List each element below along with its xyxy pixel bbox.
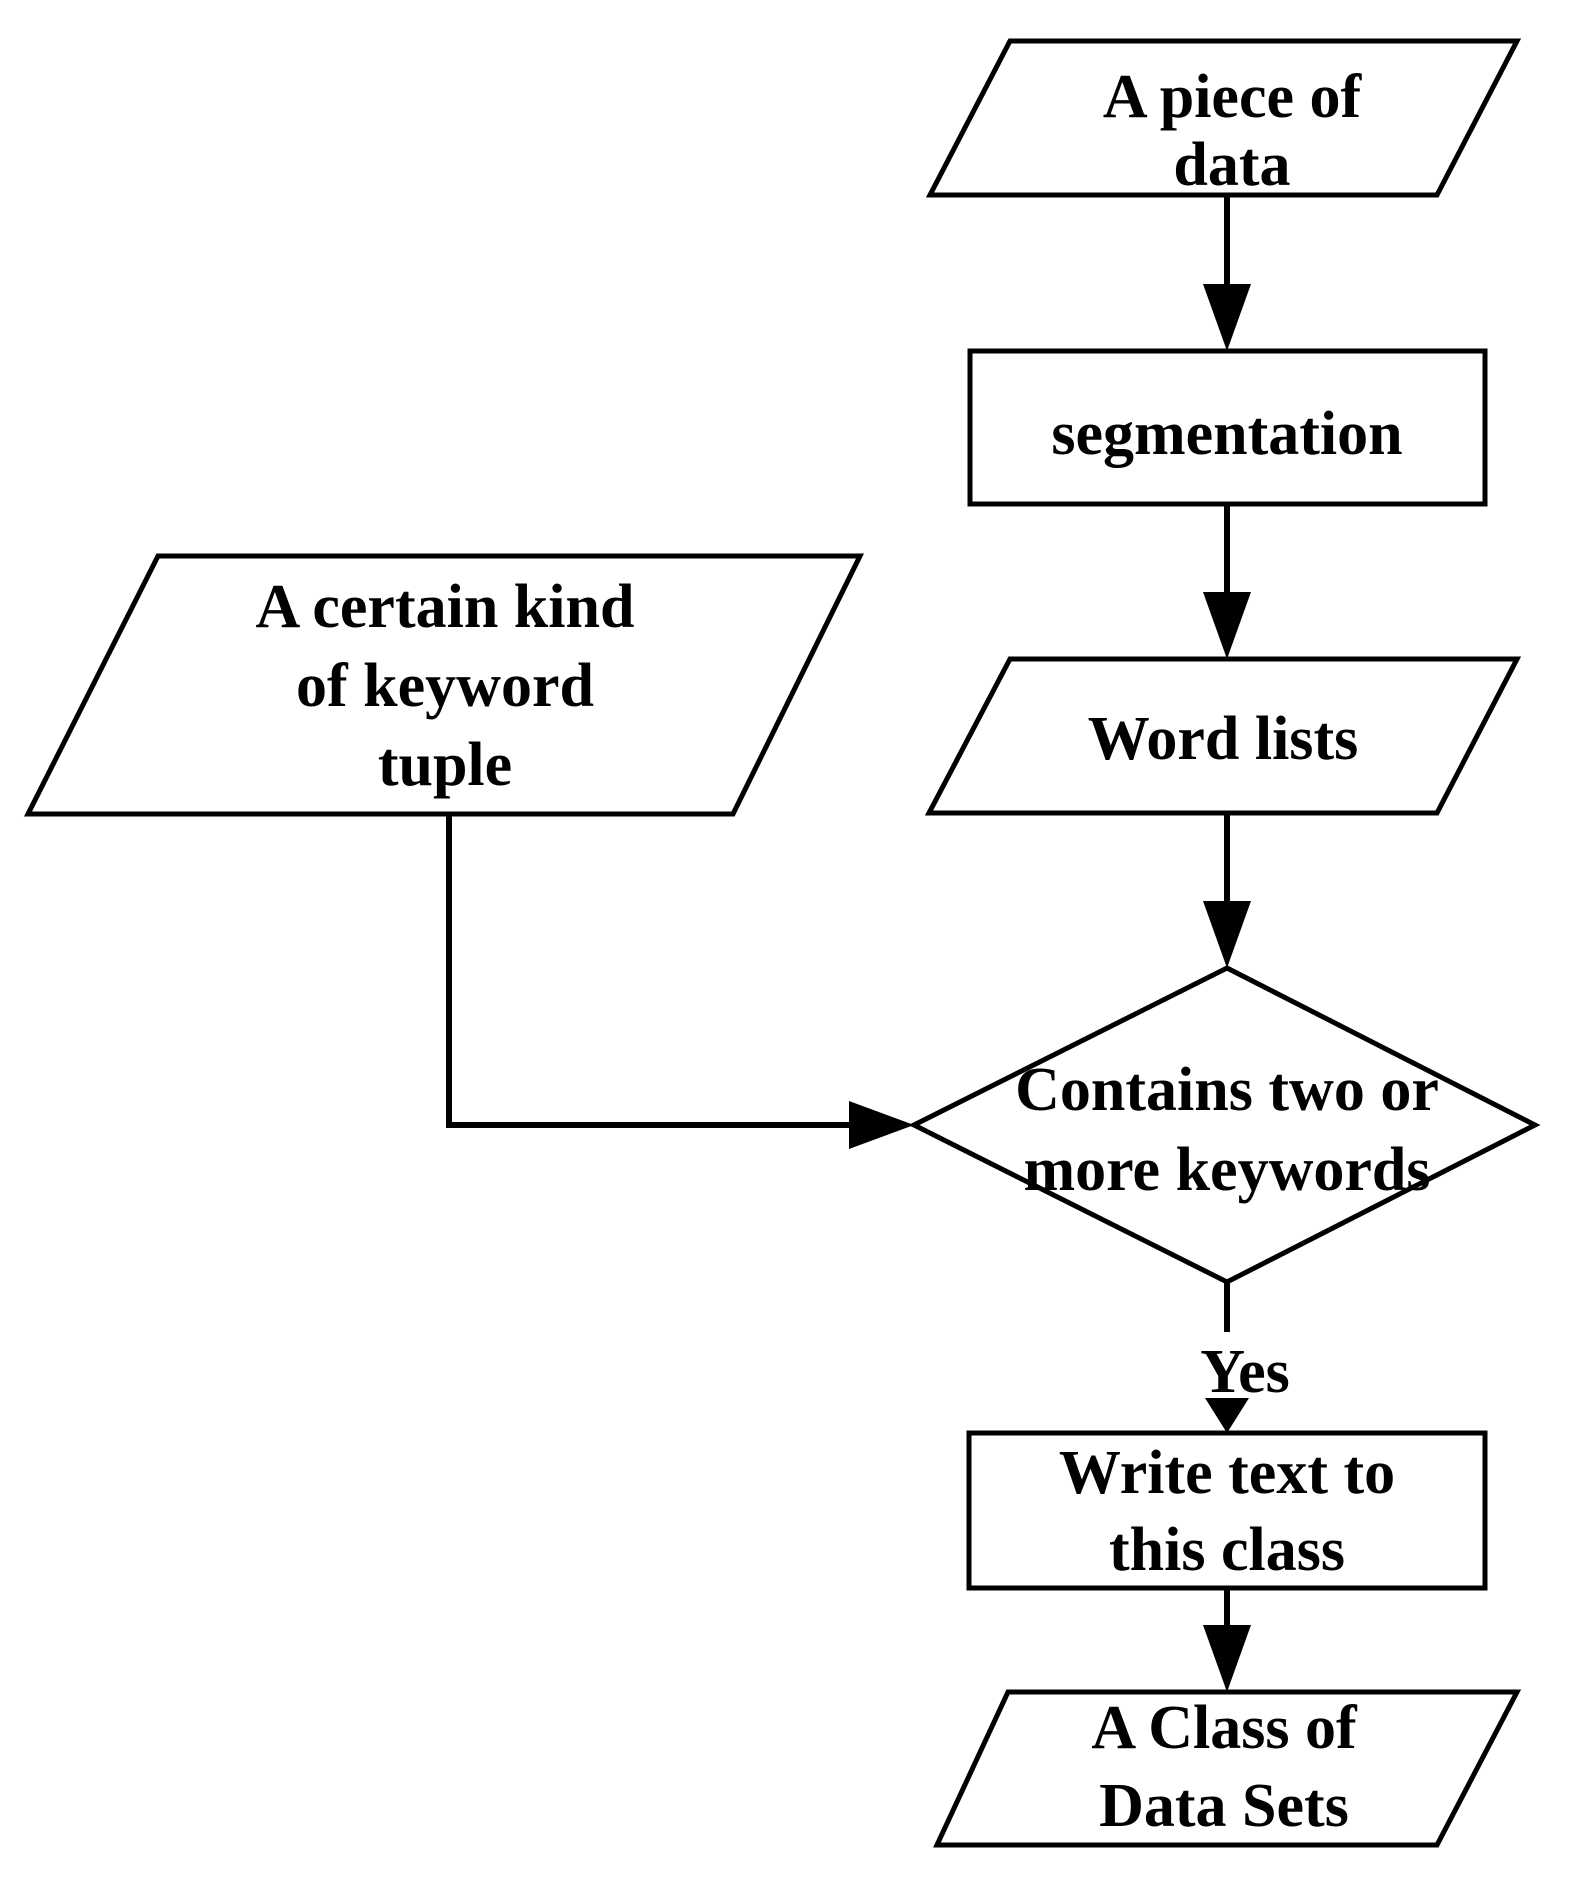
edge-word-lists-to-decision — [1203, 813, 1251, 968]
node-input-data-line-1: A piece of — [1103, 63, 1363, 131]
node-class-data-sets: A Class of Data Sets — [933, 1689, 1522, 1848]
node-decision: Contains two or more keywords — [908, 965, 1541, 1285]
arrowhead-down-icon — [1203, 1625, 1251, 1692]
parallelogram-shape — [23, 553, 865, 817]
edge-elbow-line — [446, 814, 856, 1128]
node-write-text-line-1: Write text to — [1059, 1439, 1395, 1507]
edge-keyword-tuple-to-decision — [446, 814, 914, 1149]
node-input-data: A piece of data — [925, 38, 1522, 199]
node-write-text: Write text to this class — [966, 1430, 1488, 1591]
rectangle-shape — [966, 1430, 1488, 1591]
node-input-data-line-2: data — [1173, 131, 1290, 199]
node-word-lists-line-1: Word lists — [1088, 705, 1358, 773]
parallelogram-shape — [924, 656, 1522, 816]
node-segmentation: segmentation — [967, 348, 1488, 507]
parallelogram-shape — [933, 1689, 1522, 1848]
node-decision-line-1: Contains two or — [1015, 1056, 1439, 1124]
arrowhead-down-icon — [1205, 1398, 1249, 1433]
arrowhead-down-icon — [1203, 901, 1251, 968]
parallelogram-shape — [925, 38, 1522, 198]
node-decision-line-2: more keywords — [1024, 1136, 1431, 1204]
diamond-shape — [908, 965, 1541, 1285]
edge-write-text-to-class-data-sets — [1203, 1588, 1251, 1692]
arrowhead-down-icon — [1203, 592, 1251, 659]
node-class-data-sets-line-1: A Class of — [1091, 1694, 1358, 1762]
node-class-data-sets-line-2: Data Sets — [1099, 1772, 1349, 1840]
node-segmentation-line-1: segmentation — [1051, 400, 1402, 468]
node-keyword-tuple-line-1: A certain kind — [256, 573, 635, 641]
rectangle-shape — [967, 348, 1488, 507]
edge-decision-to-write-text: Yes — [1200, 1282, 1290, 1433]
edge-segmentation-to-word-lists — [1203, 504, 1251, 659]
node-keyword-tuple-line-2: of keyword — [296, 652, 594, 720]
arrowhead-down-icon — [1203, 284, 1251, 351]
edge-label-yes: Yes — [1200, 1338, 1290, 1406]
edge-input-data-to-segmentation — [1203, 197, 1251, 351]
node-keyword-tuple-line-3: tuple — [378, 731, 512, 799]
node-write-text-line-2: this class — [1109, 1516, 1345, 1584]
node-keyword-tuple: A certain kind of keyword tuple — [23, 553, 865, 817]
node-word-lists: Word lists — [924, 656, 1522, 816]
arrowhead-right-icon — [849, 1101, 914, 1149]
